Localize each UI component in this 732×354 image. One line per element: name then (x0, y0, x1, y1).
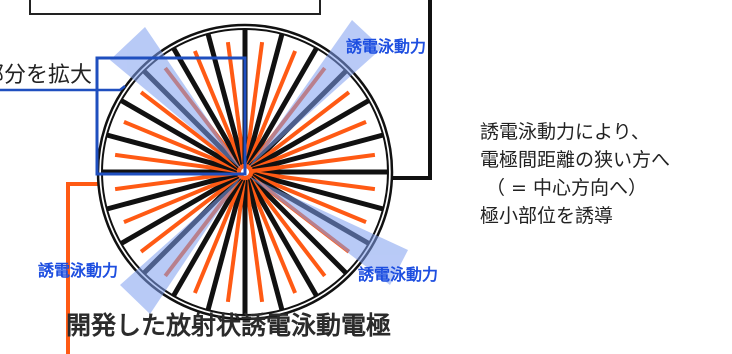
orange-electrode-finger (245, 173, 327, 278)
orange-electrode-finger (247, 120, 367, 173)
mechanism-description: 誘電泳動力により、 電極間距離の狭い方へ （ = 中心方向へ） 極小部位を誘導 (480, 118, 670, 230)
black-electrode-finger (246, 177, 319, 298)
description-line-4: 極小部位を誘導 (480, 205, 614, 227)
orange-electrode-finger (225, 175, 247, 303)
orange-electrode-finger (123, 120, 243, 173)
orange-electrode-finger (243, 175, 265, 303)
orange-electrode-finger (244, 50, 297, 170)
orange-electrode-finger (193, 174, 246, 294)
orange-electrode-finger (123, 171, 243, 224)
orange-electrode-finger (139, 90, 244, 172)
orange-electrode-finger (248, 152, 376, 174)
top-frame-box (29, 0, 321, 15)
zoom-region-box (95, 56, 247, 176)
dep-force-arrows (110, 20, 408, 314)
orange-electrode-finger (193, 50, 246, 170)
dep-arrow-bottom-right (248, 176, 408, 285)
black-electrode-finger (246, 46, 319, 167)
description-line-3: （ = 中心方向へ） (486, 177, 647, 199)
orange-electrode-finger (246, 90, 351, 172)
black-electrode-finger (248, 175, 348, 275)
black-electrode-finger (205, 33, 246, 165)
orange-electrode-finger (243, 41, 265, 169)
black-electrode-finger (171, 46, 244, 167)
description-line-2: 電極間距離の狭い方へ (480, 149, 671, 171)
zoom-label: 部分を拡大 (0, 63, 92, 88)
black-electrode-finger (119, 173, 240, 246)
black-electrode-finger (106, 132, 238, 173)
orange-electrode-finger (244, 174, 297, 294)
black-electrode-finger (205, 179, 246, 311)
zoom-pointer-line (0, 85, 126, 92)
dep-arrow-bottom-left (120, 176, 242, 314)
orange-electrode-finger (139, 172, 244, 254)
black-electrode-finger (244, 179, 285, 311)
dep-arrow-top-left (110, 27, 242, 170)
figure-caption: 開発した放射状誘電泳動電極 (66, 311, 392, 340)
black-electrode-finger (252, 171, 384, 212)
dep-label-bottom-left: 誘電泳動力 (38, 261, 118, 280)
black-electrode-finger (250, 98, 371, 171)
dep-arrow-top-right (248, 20, 382, 168)
black-electrode-ring (101, 28, 389, 316)
orange-lead-wire (66, 182, 102, 354)
orange-electrode-finger (225, 41, 247, 169)
black-electrode-finger (171, 177, 244, 298)
black-lead-wire (392, 0, 432, 180)
black-electrode-finger (106, 171, 238, 212)
description-line-1: 誘電泳動力により、 (480, 121, 650, 143)
black-electrode-finger (119, 98, 240, 171)
black-electrode-finger (252, 132, 384, 173)
orange-electrode-finger (247, 171, 367, 224)
dep-label-top-right: 誘電泳動力 (346, 37, 426, 56)
orange-electrode-finger (114, 152, 242, 174)
orange-electrode-finger (248, 170, 376, 192)
dep-label-bottom-right: 誘電泳動力 (358, 265, 438, 284)
black-electrode-finger (244, 33, 285, 165)
